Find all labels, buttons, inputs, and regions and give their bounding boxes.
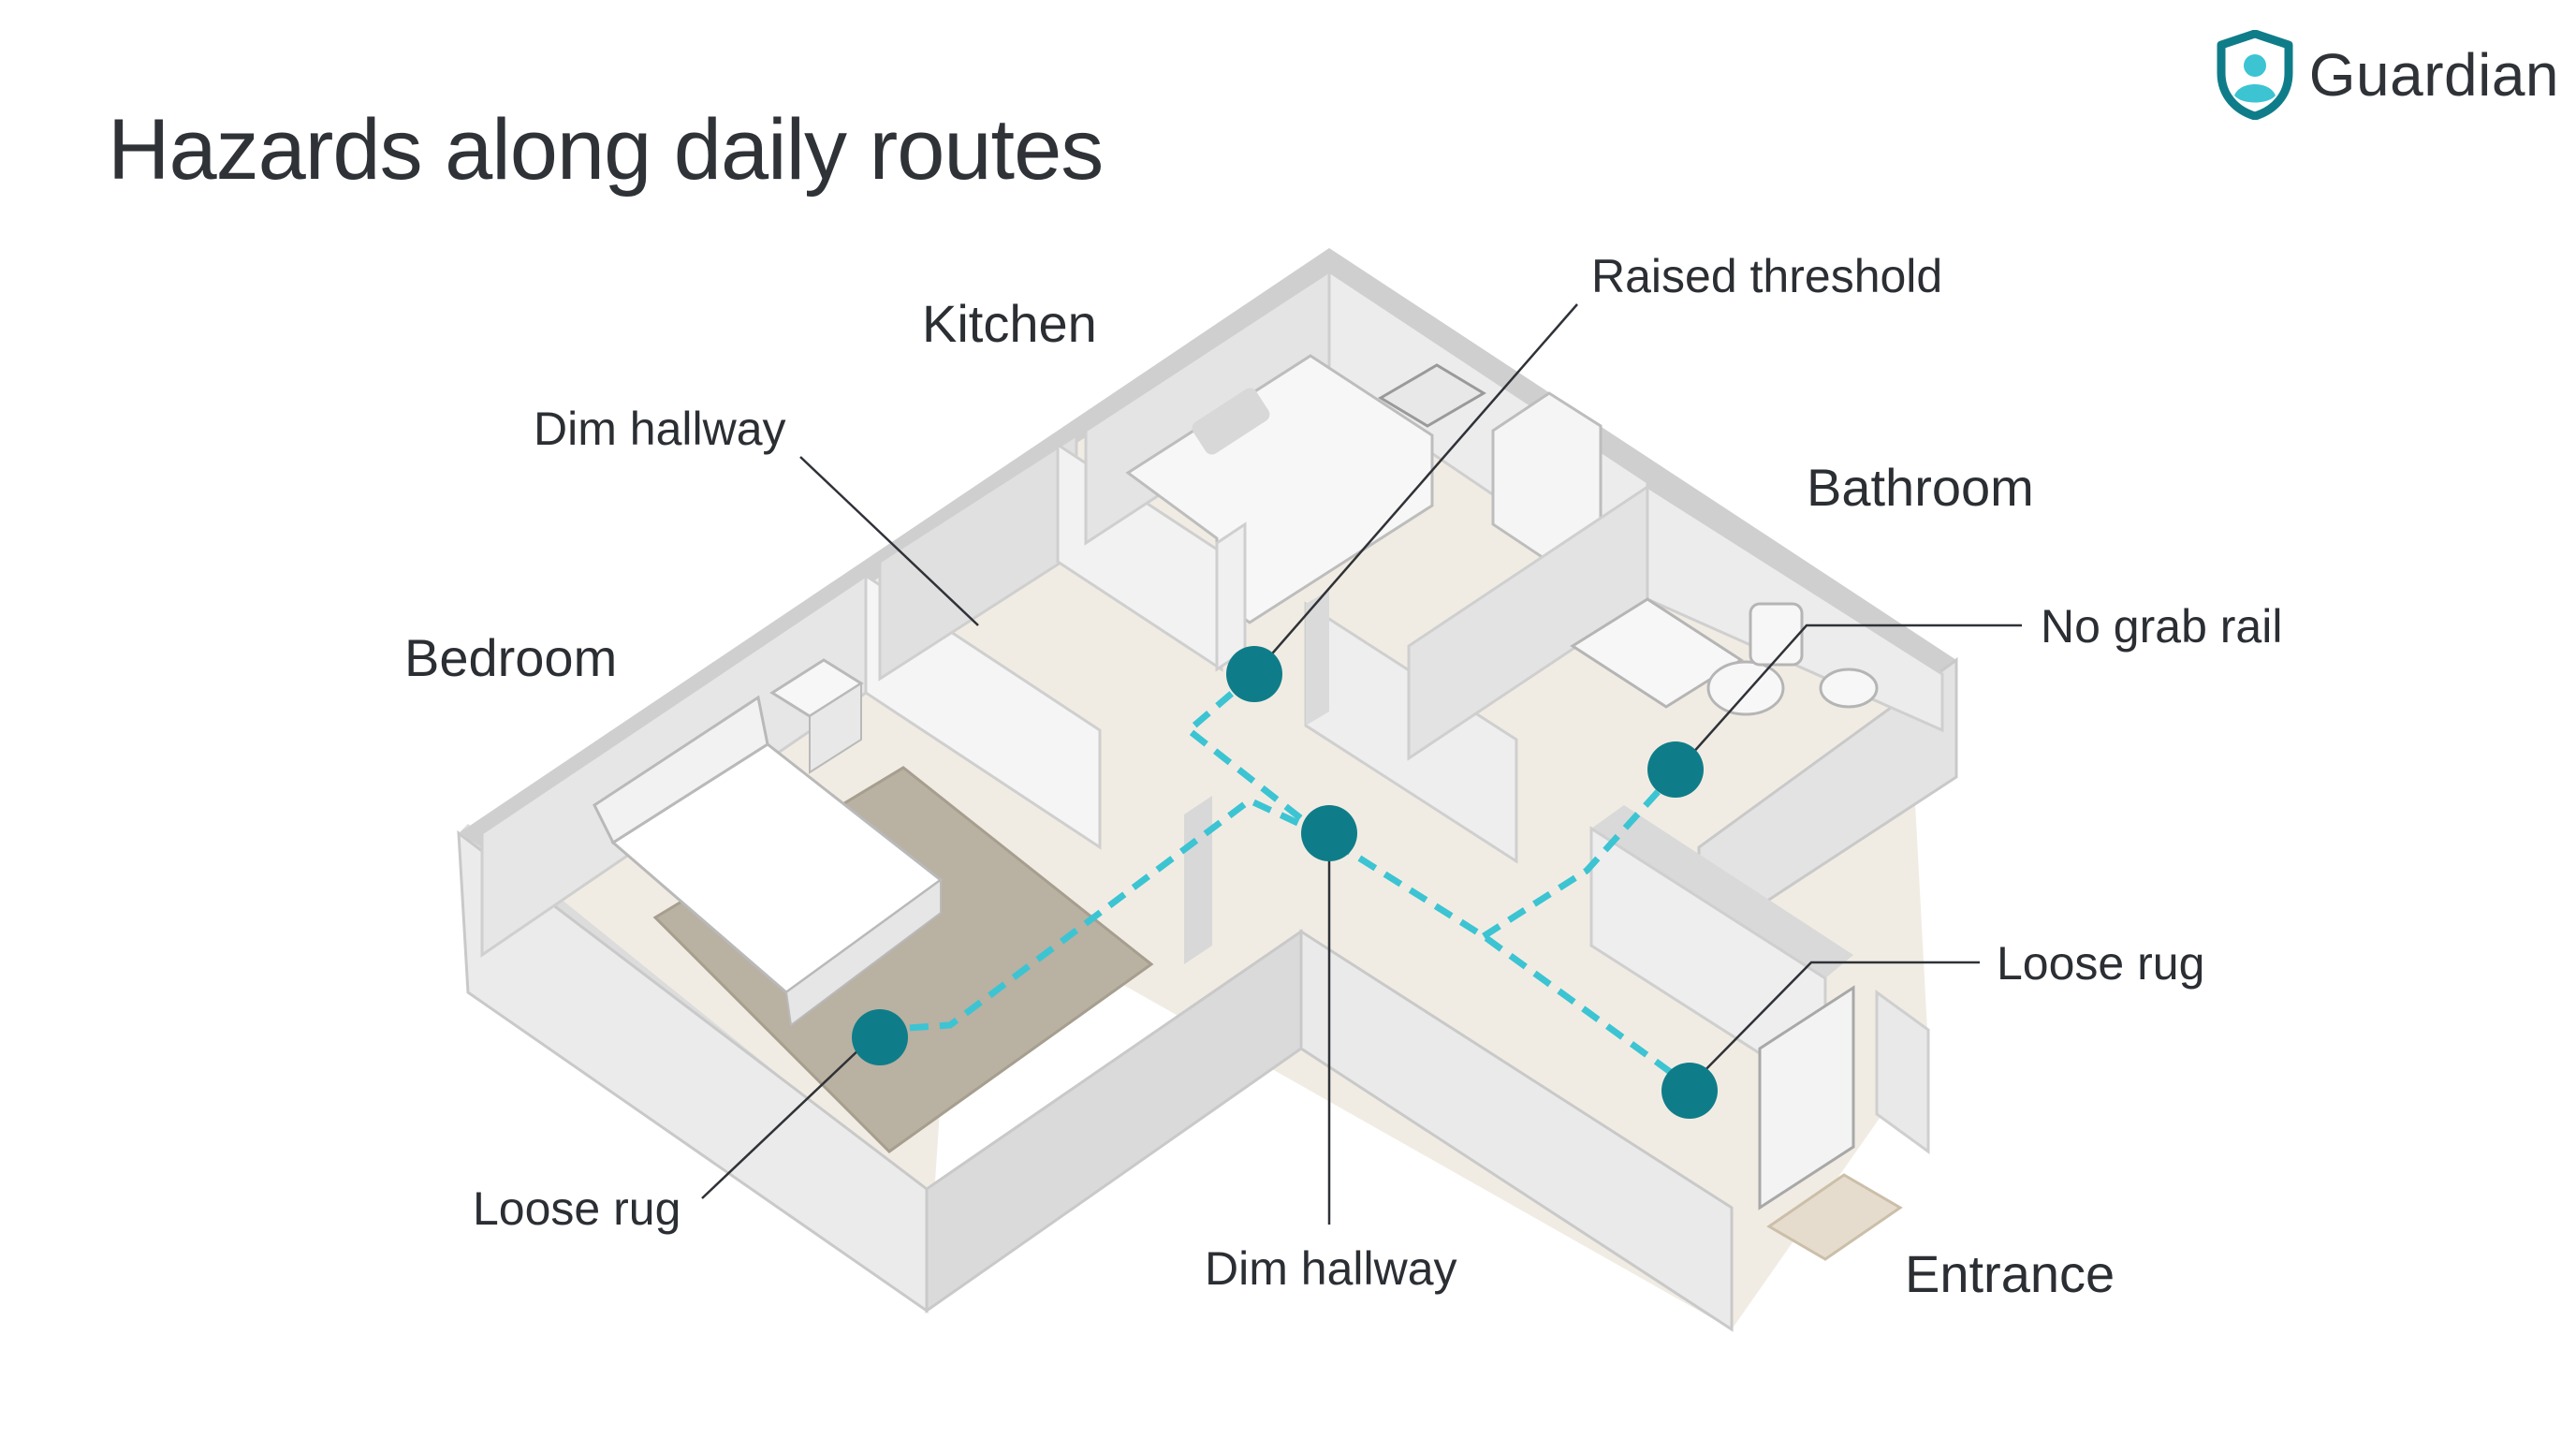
marker-loose-rug-bedroom: [852, 1009, 908, 1065]
kitchen-stove: [1378, 363, 1486, 428]
daily-route: [879, 671, 1692, 1089]
leader-no-grab-rail: [1675, 624, 2022, 773]
route-bedroom: [879, 796, 1692, 1089]
brand-name: Guardian: [2308, 41, 2559, 109]
callout-lines: [701, 303, 2022, 1225]
hazard-label-dim-hallway-top: Dim hallway: [534, 403, 786, 455]
shield-person-icon: [2217, 30, 2293, 120]
outer-wall-back-left: [459, 248, 1329, 847]
marker-loose-rug-entrance: [1661, 1063, 1718, 1119]
brand-logo: Guardian: [2216, 30, 2559, 120]
hazard-label-raised-threshold: Raised threshold: [1591, 250, 1942, 302]
entrance-partition: [1591, 805, 1853, 978]
leader-loose-rug-entrance: [1689, 961, 1980, 1087]
hazard-markers: [852, 646, 1718, 1119]
bathroom-sink: [1819, 668, 1879, 709]
kitchen-sink: [1192, 388, 1270, 455]
leader-dim-hallway-top: [799, 456, 979, 626]
room-label-bathroom: Bathroom: [1807, 458, 2034, 517]
leader-loose-rug-bedroom: [701, 1029, 881, 1199]
hazard-label-dim-hallway-bottom: Dim hallway: [1205, 1242, 1457, 1295]
room-label-kitchen: Kitchen: [922, 294, 1097, 353]
marker-no-grab-rail: [1647, 741, 1704, 798]
doormat: [1766, 1173, 1903, 1261]
entrance-door: [1758, 985, 1855, 1211]
marker-dim-hallway: [1301, 805, 1357, 861]
marker-raised-threshold: [1226, 646, 1282, 702]
entrance-wall-stub: [1875, 990, 1930, 1154]
route-kitchen: [1183, 671, 1323, 836]
hazard-label-loose-rug-entrance: Loose rug: [1997, 937, 2204, 990]
kitchen-partition: [1215, 521, 1247, 672]
outer-wall-back-right: [1329, 248, 1956, 688]
room-label-entrance: Entrance: [1905, 1244, 2115, 1303]
bathroom-shower: [1570, 597, 1744, 709]
apartment-model: [457, 248, 1958, 1332]
room-label-bedroom: Bedroom: [404, 628, 617, 687]
route-bathroom: [1482, 770, 1678, 939]
bathroom-toilet: [1706, 660, 1785, 716]
leader-raised-threshold: [1253, 303, 1578, 675]
lower-hallway-wall: [1184, 796, 1212, 964]
page-title: Hazards along daily routes: [108, 102, 1104, 198]
outer-wall-front-right: [1299, 929, 1734, 1332]
hazard-label-loose-rug-bedroom: Loose rug: [473, 1182, 681, 1235]
hazard-label-no-grab-rail: No grab rail: [2041, 600, 2282, 653]
room-labels: Kitchen Bathroom Bedroom Entrance: [404, 294, 2115, 1303]
hazard-labels: Dim hallway Raised threshold No grab rai…: [473, 250, 2282, 1295]
